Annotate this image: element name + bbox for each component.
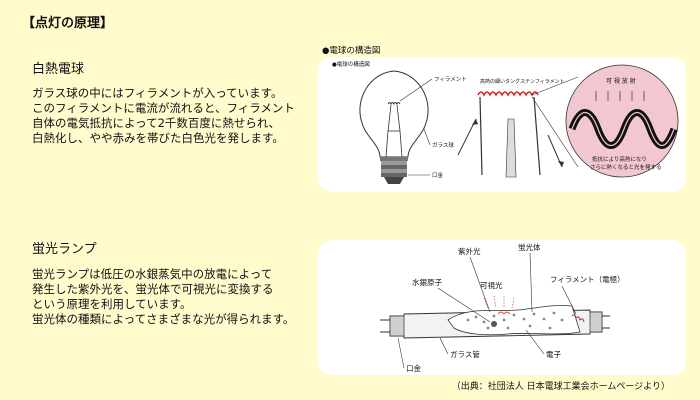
fluorescent-title: 蛍光ランプ bbox=[32, 242, 97, 257]
bulb-diagram-caption: ●電球の構造図 bbox=[322, 46, 381, 56]
fluorescent-line: 蛍光体の種類によってさまざまな光が得られます。 bbox=[32, 312, 295, 326]
label-electron: 電子 bbox=[546, 350, 561, 359]
incandescent-title: 白熱電球 bbox=[32, 62, 85, 77]
fluorescent-line: 蛍光ランプは低圧の水銀蒸気中の放電によって bbox=[32, 267, 273, 281]
bulb-filament bbox=[387, 102, 401, 106]
label-filament-detail: 高熱の細いタングステンフィラメント bbox=[480, 78, 565, 85]
glass-tube-leader bbox=[439, 337, 449, 355]
label-fluorescent-base: 口金 bbox=[406, 363, 421, 373]
arrow-head-out bbox=[558, 161, 564, 167]
fluorescent-structure-diagram: 紫外光 蛍光体 水銀原子 可視光 フィラメント（電極） 口金 ガラス管 電子 bbox=[380, 242, 625, 373]
ultraviolet-leader bbox=[469, 256, 491, 313]
page-heading: 【点灯の原理】 bbox=[22, 16, 114, 31]
base-pins-left bbox=[380, 319, 390, 333]
mercury-leader bbox=[437, 287, 491, 323]
mercury-atom-symbol bbox=[491, 321, 497, 327]
visible-light-rays bbox=[483, 295, 515, 309]
phosphor-leader bbox=[529, 252, 533, 313]
label-ultraviolet: 紫外光 bbox=[458, 246, 481, 256]
label-visible-radiation: 可 視 放 射 bbox=[606, 77, 636, 85]
label-glass-bulb: ガラス球 bbox=[432, 141, 454, 149]
base-pins-right bbox=[602, 315, 610, 329]
tube-cutaway bbox=[447, 305, 581, 336]
filament-leader bbox=[399, 78, 433, 102]
glass-bulb-shape bbox=[359, 70, 429, 158]
glass-bulb-leader bbox=[423, 128, 431, 146]
label-mercury-atom: 水銀原子 bbox=[412, 277, 442, 287]
bulb-structure-diagram: ●電球の構造図 フィラメント ガラス球 口金 高熱の細いタングステンフィラメント bbox=[332, 60, 679, 184]
fluorescent-diagram-panel: 紫外光 蛍光体 水銀原子 可視光 フィラメント（電極） 口金 ガラス管 電子 bbox=[318, 240, 686, 375]
incandescent-description: ガラス球の中にはフィラメントが入っています。 このフィラメントに電流が流れると、… bbox=[32, 86, 295, 146]
tube-base-left bbox=[389, 315, 405, 337]
electron-leader bbox=[525, 329, 545, 355]
source-note: （出典：社団法人 日本電球工業会ホームページより） bbox=[451, 382, 670, 392]
bulb-sub-caption: ●電球の構造図 bbox=[332, 60, 370, 68]
incandescent-line: ガラス球の中にはフィラメントが入っています。 bbox=[32, 86, 283, 100]
zoomed-filament-coil bbox=[477, 91, 539, 97]
phosphor-coating bbox=[466, 311, 564, 330]
label-resistance-note-1: 抵抗により高熱になり bbox=[592, 155, 647, 163]
label-glass-tube: ガラス管 bbox=[450, 349, 480, 359]
fluorescent-line: 発生した紫外光を、蛍光体で可視光に変換する bbox=[32, 282, 274, 296]
radiation-arrows bbox=[595, 91, 645, 101]
fluorescent-description: 蛍光ランプは低圧の水銀蒸気中の放電によって 発生した紫外光を、蛍光体で可視光に変… bbox=[32, 267, 294, 327]
label-visible-light: 可視光 bbox=[480, 280, 503, 290]
base-collar bbox=[380, 157, 408, 161]
filament-electrode-leader bbox=[561, 285, 577, 315]
label-phosphor: 蛍光体 bbox=[518, 242, 541, 252]
label-filament: フィラメント bbox=[434, 76, 467, 83]
arrow-head-in bbox=[472, 119, 478, 125]
lead-wire-left bbox=[479, 96, 483, 176]
label-resistance-note-2: さらに熱くなると光を発する bbox=[590, 163, 662, 171]
incandescent-line: 白熱化し、やや赤みを帯びた白色光を発します。 bbox=[32, 131, 284, 145]
magnify-guide-bottom bbox=[531, 96, 579, 168]
magnified-filament-circle bbox=[565, 64, 679, 178]
bulb-diagram-panel: ●電球の構造図 フィラメント ガラス球 口金 高熱の細いタングステンフィラメント bbox=[318, 57, 686, 192]
label-filament-electrode: フィラメント（電極） bbox=[550, 274, 625, 284]
lead-wire-right bbox=[533, 96, 541, 176]
incandescent-line: 自体の電気抵抗によって2千数百度に熱せられ、 bbox=[32, 116, 281, 130]
label-base: 口金 bbox=[432, 171, 444, 179]
magnified-wire-core bbox=[571, 111, 675, 147]
incandescent-line: このフィラメントに電流が流れると、フィラメント bbox=[32, 101, 295, 115]
fluorescent-line: という原理を利用しています。 bbox=[32, 297, 192, 311]
stem-glass bbox=[505, 118, 517, 178]
ultraviolet-wave bbox=[497, 311, 511, 315]
tube-base-right bbox=[589, 311, 603, 333]
magnify-guide-top bbox=[531, 76, 579, 96]
electrode-filament bbox=[571, 314, 585, 323]
screw-base bbox=[381, 161, 407, 184]
current-arrow-in bbox=[457, 118, 477, 156]
base-leader bbox=[397, 337, 405, 369]
